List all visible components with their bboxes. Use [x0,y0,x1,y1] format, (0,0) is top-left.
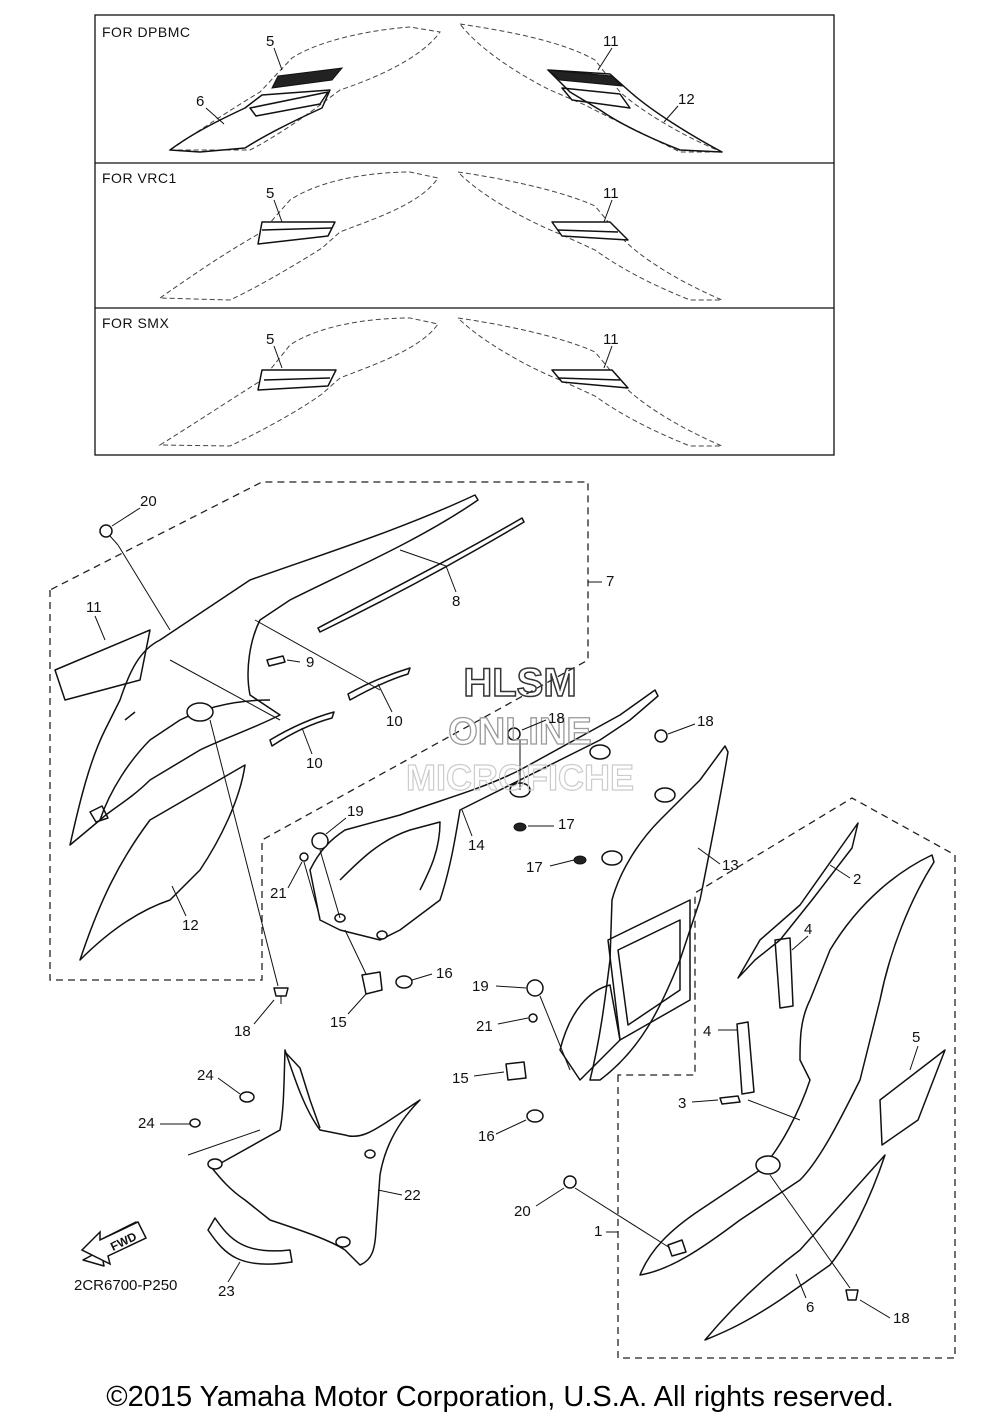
callout-label: 18 [697,713,714,730]
panel-vrc1: FOR VRC1 5 11 [102,170,723,301]
panel-label: 11 [603,331,619,348]
callout-label: 18 [234,1023,251,1040]
panel-label: 5 [266,33,274,50]
panel-label: 5 [266,185,274,202]
callout-label: 12 [182,917,199,934]
watermark: HLSM ONLINE MICROFICHE [405,660,634,798]
callout-label: 16 [478,1128,495,1145]
callout-label: 10 [306,755,323,772]
callout-label: 13 [722,857,739,874]
left-side-cover-assembly [49,481,589,1004]
diagram-code: 2CR6700-P250 [74,1277,177,1294]
callout-label: 8 [452,593,460,610]
panel-label: 5 [266,331,274,348]
callout-label: 23 [218,1283,235,1300]
callout-label: 20 [140,493,157,510]
callout-label: 6 [806,1299,814,1316]
panel-title: FOR DPBMC [102,24,191,40]
callouts: 20 11 7 8 9 10 10 12 18 18 18 14 13 17 1… [86,493,920,1327]
panel-label: 12 [678,91,695,108]
callout-label: 21 [270,885,287,902]
callout-label: 24 [197,1067,214,1084]
callout-label: 17 [558,816,575,833]
callout-label: 11 [86,599,102,616]
callout-label: 14 [468,837,485,854]
panel-label: 6 [196,93,204,110]
panel-dpbmc: FOR DPBMC 5 6 11 12 [102,23,723,153]
callout-label: 4 [804,921,812,938]
middle-inner-panels [299,689,729,1123]
right-side-cover-assembly [563,797,956,1359]
callout-label: 4 [703,1023,711,1040]
callout-label: 2 [853,871,861,888]
panel-title: FOR SMX [102,315,169,331]
variant-panels: FOR DPBMC 5 6 11 12 FOR VRC1 [94,14,835,456]
callout-label: 22 [404,1187,421,1204]
panel-smx: FOR SMX 5 11 [102,315,723,447]
panel-label: 11 [603,33,619,50]
callout-label: 3 [678,1095,686,1112]
callout-label: 17 [526,859,543,876]
callout-label: 20 [514,1203,531,1220]
watermark-line2: ONLINE [448,711,592,753]
callout-label: 18 [548,710,565,727]
callout-label: 19 [472,978,489,995]
watermark-line3: MICROFICHE [406,757,634,798]
callout-label: 15 [330,1014,347,1031]
callout-label: 7 [606,573,614,590]
callout-label: 1 [594,1223,602,1240]
callout-label: 24 [138,1115,155,1132]
copyright: ©2015 Yamaha Motor Corporation, U.S.A. A… [106,1381,894,1413]
panel-title: FOR VRC1 [102,170,177,186]
callout-label: 5 [912,1029,920,1046]
callout-label: 16 [436,965,453,982]
callout-label: 10 [386,713,403,730]
panel-label: 11 [603,185,619,202]
callout-label: 21 [476,1018,493,1035]
callout-label: 15 [452,1070,469,1087]
watermark-line1: HLSM [463,661,576,705]
callout-label: 9 [306,654,314,671]
callout-label: 19 [347,803,364,820]
callout-label: 18 [893,1310,910,1327]
